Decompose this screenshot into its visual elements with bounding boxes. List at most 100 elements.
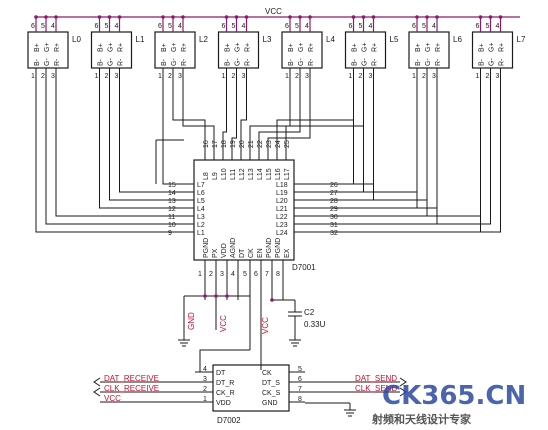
led-top-pin-number: 6	[412, 23, 416, 30]
d7001-bottom-pin-label: PGND	[266, 238, 273, 258]
d7001-top-pin-label: L16	[275, 168, 282, 180]
led-top-pin-label: R+	[308, 43, 315, 52]
led-top-pin-label: R+	[499, 43, 506, 52]
led-top-pin-label: B+	[415, 43, 422, 52]
led-bottom-pin-number: 1	[222, 73, 226, 80]
led-bottom-pin-label: B-	[98, 58, 105, 66]
d7001-left-pin-label: L3	[197, 214, 205, 221]
led-top-pin-label: G+	[362, 42, 369, 52]
led-top-pin-number: 6	[31, 23, 35, 30]
led-top-pin-number: 4	[242, 23, 246, 30]
led-top-pin-number: 6	[476, 23, 480, 30]
led-top-pin-number: 4	[369, 23, 373, 30]
d7001-left-pin-number: 12	[168, 206, 176, 213]
led-top-pin-number: 6	[285, 23, 289, 30]
d7002-left-pin-number: 2	[203, 386, 207, 393]
led-bottom-pin-number: 3	[496, 73, 500, 80]
led-bottom-pin-label: R-	[372, 58, 379, 66]
d7002-name: D7002	[217, 416, 241, 425]
d7001-left-pin-number: 14	[168, 190, 176, 197]
led-label: L1	[136, 35, 145, 44]
led-top-pin-number: 5	[41, 23, 45, 30]
led-label: L4	[326, 35, 335, 44]
led-top-pin-number: 6	[95, 23, 99, 30]
d7001-top-pin-label: L12	[239, 168, 246, 180]
d7001-right-pin-label: L20	[276, 198, 288, 205]
led-bottom-pin-number: 2	[168, 73, 172, 80]
vcc-label-2: VCC	[261, 317, 270, 334]
d7001-top-pin-label: L9	[212, 172, 219, 180]
led-top-pin-label: R+	[54, 43, 61, 52]
led-bottom-pin-number: 2	[359, 73, 363, 80]
led-top-pin-label: G+	[171, 42, 178, 52]
d7001-bottom-pin-number: 7	[265, 271, 269, 278]
d7001-top-pin-label: L13	[248, 168, 255, 180]
d7001-right-pin-number: 27	[330, 190, 338, 197]
d7001-left-pin-label: L6	[197, 190, 205, 197]
led-top-pin-number: 4	[496, 23, 500, 30]
d7001-top-pin-number: 19	[230, 140, 237, 148]
left-net-label: VCC	[104, 394, 121, 403]
d7001-left-pin-number: 11	[168, 214, 175, 221]
led-label: L2	[199, 35, 208, 44]
d7002-left-pin-label: DT_R	[216, 380, 234, 387]
d7001-body	[193, 159, 295, 261]
d7002-left-pin-label: DT	[216, 370, 226, 377]
d7001-bottom-pin-label: PGND	[203, 238, 210, 258]
d7001-left-pin-number: 9	[168, 230, 172, 237]
d7001-top-pin-number: 16	[203, 140, 210, 148]
led-bottom-pin-label: G-	[425, 58, 432, 66]
right-net-label: CLK_SEND	[355, 384, 397, 393]
led-top-pin-label: B+	[161, 43, 168, 52]
d7001-top-pin-label: L10	[221, 168, 228, 180]
led-top-pin-number: 4	[178, 23, 182, 30]
d7001-bottom-pin-label: AGND	[230, 238, 237, 258]
led-bottom-pin-number: 3	[305, 73, 309, 80]
led-top-pin-label: R+	[435, 43, 442, 52]
d7001-top-pin-number: 24	[275, 140, 282, 148]
left-net-label: CLK_RECEIVE	[104, 384, 159, 393]
d7001-bottom-pin-number: 2	[209, 271, 213, 278]
led-top-pin-label: B+	[288, 43, 295, 52]
d7001-left-pin-label: L2	[197, 222, 205, 229]
led-bottom-pin-label: G-	[108, 58, 115, 66]
led-top-pin-label: R+	[118, 43, 125, 52]
led-bottom-pin-number: 1	[476, 73, 480, 80]
d7001-top-pin-label: L17	[284, 168, 291, 180]
d7001-left-pin-number: 15	[168, 182, 176, 189]
d7001-left-pin-number: 13	[168, 198, 176, 205]
led-top-pin-number: 6	[158, 23, 162, 30]
d7002-right-pin-number: 6	[298, 376, 302, 383]
led-top-pin-label: B+	[225, 43, 232, 52]
d7001-top-pin-number: 25	[284, 140, 291, 148]
led-label: L3	[263, 35, 272, 44]
led-bottom-pin-number: 2	[232, 73, 236, 80]
d7001-right-pin-number: 30	[330, 214, 338, 221]
d7001-top-pin-number: 18	[221, 140, 228, 148]
led-bottom-pin-label: R-	[308, 58, 315, 66]
d7001-right-nets	[310, 68, 481, 233]
d7001-bottom-pin-label: EN	[257, 248, 264, 258]
led-top-pin-label: G+	[298, 42, 305, 52]
led-top-pin-number: 5	[486, 23, 490, 30]
d7001-right-pin-number: 31	[330, 222, 338, 229]
d7002-body	[212, 364, 290, 412]
led-top-pin-label: R+	[372, 43, 379, 52]
led-bottom-pin-number: 2	[422, 73, 426, 80]
led-top-pin-number: 4	[51, 23, 55, 30]
d7001-top-pin-label: L14	[257, 168, 264, 180]
led-bottom-pin-number: 1	[285, 73, 289, 80]
led-bottom-pin-label: B-	[225, 58, 232, 66]
d7001-bottom-pin-label: PGND	[275, 238, 282, 258]
cap-value: 0.33U	[304, 320, 326, 329]
